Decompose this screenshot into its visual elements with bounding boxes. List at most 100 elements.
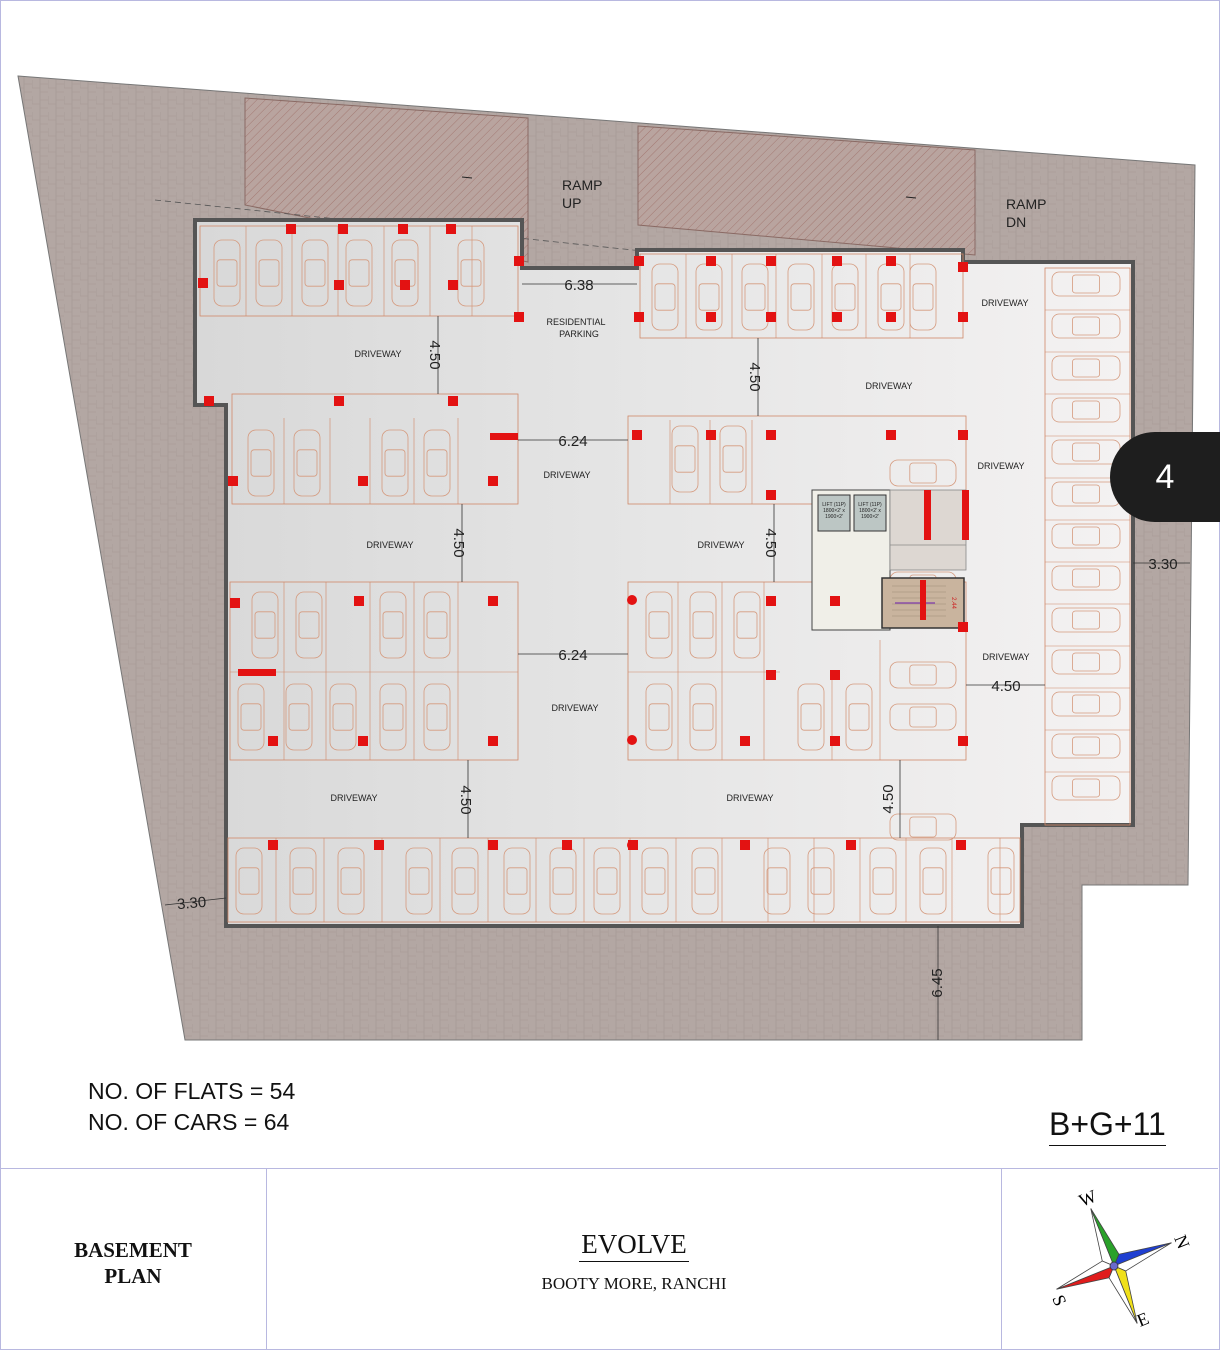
car-outline (889, 813, 957, 841)
page-number-tab: 4 (1110, 432, 1220, 522)
driveway-label: DRIVEWAY (330, 793, 377, 803)
car-outline (503, 847, 531, 915)
car-outline (293, 429, 321, 497)
basement-floor (193, 218, 1135, 928)
car-cabin (674, 445, 696, 473)
plan-name: BASEMENT PLAN (0, 1237, 266, 1289)
title-block-compass-cell: W N E S (1002, 1169, 1218, 1349)
column-marker (740, 840, 750, 850)
parking-stats: NO. OF FLATS = 54 NO. OF CARS = 64 (88, 1076, 295, 1138)
column-marker (886, 256, 896, 266)
car-outline (1051, 271, 1121, 297)
driveway-label: DRIVEWAY (726, 793, 773, 803)
car-cabin (1072, 568, 1101, 588)
column-marker (268, 840, 278, 850)
car-cabin (296, 449, 318, 477)
project-info: EVOLVE BOOTY MORE, RANCHI (267, 1229, 1001, 1294)
car-cabin (1072, 526, 1101, 546)
car-cabin (810, 867, 832, 895)
ramp-dn-label-1: RAMP (1006, 196, 1046, 212)
car-outline (381, 429, 409, 497)
compass-n: N (1170, 1232, 1193, 1252)
column-marker (398, 224, 408, 234)
compass-e: E (1134, 1308, 1152, 1331)
column-marker (886, 312, 896, 322)
dim-driveway-1: 4.50 (426, 340, 443, 369)
car-cabin (408, 867, 430, 895)
dim-aisle-1: 6.24 (558, 433, 587, 450)
car-outline (845, 683, 873, 751)
car-outline (1051, 397, 1121, 423)
ramp-dn-label-2: DN (1006, 214, 1026, 230)
car-cabin (692, 611, 714, 639)
dim-ramp-width: 6.38 (564, 277, 593, 294)
driveway-label: DRIVEWAY (981, 298, 1028, 308)
car-outline (689, 591, 717, 659)
car-cabin (766, 867, 788, 895)
column-marker (830, 736, 840, 746)
column-marker (958, 262, 968, 272)
driveway-label: DRIVEWAY (354, 349, 401, 359)
car-cabin (909, 664, 937, 686)
car-cabin (1072, 694, 1101, 714)
dim-aisle-2: 6.24 (558, 647, 587, 664)
car-outline (247, 429, 275, 497)
car-cabin (648, 611, 670, 639)
car-outline (831, 263, 859, 331)
car-outline (645, 683, 673, 751)
car-cabin (692, 703, 714, 731)
car-cabin (1072, 778, 1101, 798)
column-marker (958, 312, 968, 322)
car-cabin (1072, 316, 1101, 336)
column-marker (230, 598, 240, 608)
column-marker (830, 670, 840, 680)
car-cabin (736, 611, 758, 639)
column-marker (334, 280, 344, 290)
shear-wall (962, 490, 969, 540)
car-outline (691, 847, 719, 915)
car-outline (741, 263, 769, 331)
column-marker (766, 430, 776, 440)
column-marker (634, 312, 644, 322)
column-marker (846, 840, 856, 850)
car-outline (423, 683, 451, 751)
car-outline (689, 683, 717, 751)
car-cabin (298, 611, 320, 639)
car-outline (345, 239, 373, 307)
car-cabin (648, 703, 670, 731)
car-cabin (790, 283, 812, 311)
column-marker (334, 396, 344, 406)
residential-parking-label-1: RESIDENTIAL (546, 317, 605, 327)
column-marker (198, 278, 208, 288)
car-outline (787, 263, 815, 331)
car-cabin (909, 816, 937, 838)
car-cabin (644, 867, 666, 895)
car-cabin (1072, 652, 1101, 672)
column-marker (958, 430, 968, 440)
car-cabin (909, 706, 937, 728)
car-cabin (694, 867, 716, 895)
car-outline (405, 847, 433, 915)
car-cabin (426, 449, 448, 477)
column-marker (338, 224, 348, 234)
lift-label-2: LIFT (11P) (858, 502, 882, 508)
page-number: 4 (1155, 458, 1175, 496)
shear-wall (238, 669, 276, 676)
shear-wall (490, 433, 518, 440)
car-outline (919, 847, 947, 915)
car-cabin (654, 283, 676, 311)
column-marker (228, 476, 238, 486)
dim-driveway-5: 4.50 (457, 785, 474, 814)
car-cabin (238, 867, 260, 895)
column-marker (374, 840, 384, 850)
column-marker (358, 476, 368, 486)
column-marker (632, 430, 642, 440)
car-outline (1051, 607, 1121, 633)
car-outline (1051, 523, 1121, 549)
lift-label-2b: 1800×2' x (859, 508, 881, 514)
car-outline (289, 847, 317, 915)
compass-rose-icon: W N E S (1048, 1186, 1193, 1331)
column-marker (488, 596, 498, 606)
car-outline (251, 591, 279, 659)
car-outline (889, 661, 957, 689)
